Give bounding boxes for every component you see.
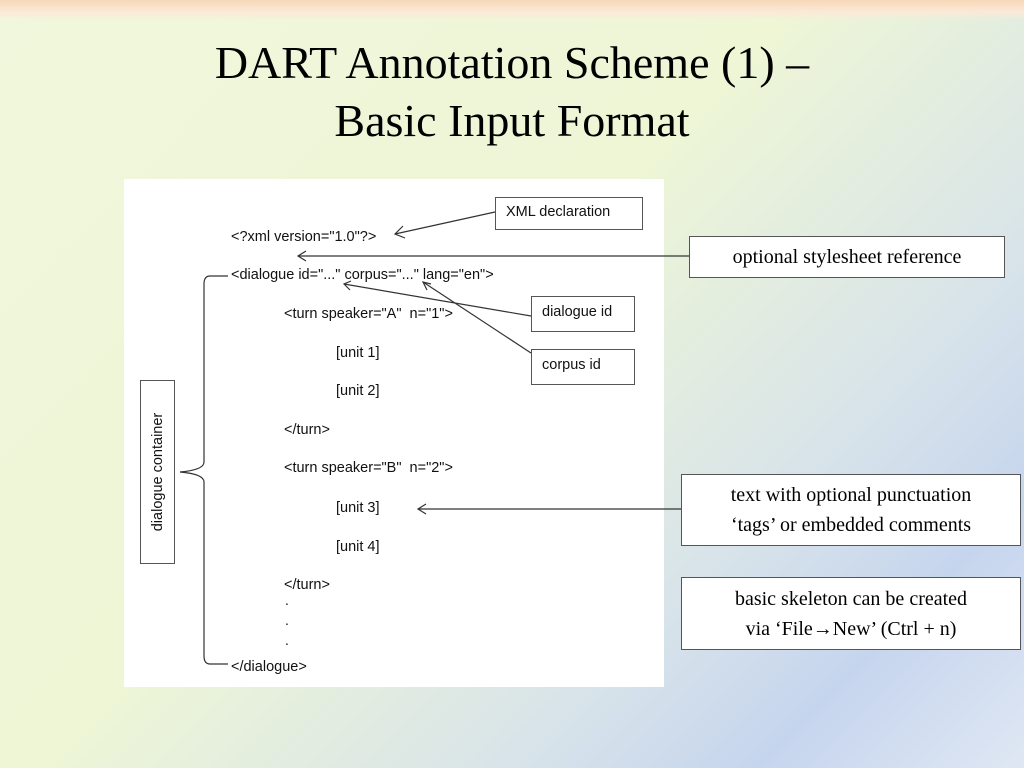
code-unit-3: [unit 3] [336, 500, 380, 516]
punctuation-arrowhead [416, 503, 427, 515]
dialogue-id-label: dialogue id [531, 296, 635, 332]
corpus-id-arrowhead [421, 281, 432, 291]
code-unit-4: [unit 4] [336, 539, 380, 555]
ellipsis-dot: . [285, 592, 289, 608]
code-turn-b-open: <turn speaker="B" n="2"> [284, 460, 453, 476]
code-xml-declaration: <?xml version="1.0"?> [231, 229, 377, 245]
ellipsis-dot: . [285, 612, 289, 628]
slide-title: DART Annotation Scheme (1) – Basic Input… [0, 34, 1024, 150]
skeleton-callout: basic skeleton can be created via ‘File→… [681, 577, 1021, 650]
punctuation-callout: text with optional punctuation ‘tags’ or… [681, 474, 1021, 546]
skeleton-callout-line-1: basic skeleton can be created [734, 588, 968, 610]
slide-title-line-1: DART Annotation Scheme (1) – [214, 37, 810, 88]
code-turn-a-close: </turn> [284, 422, 330, 438]
corpus-id-text: corpus id [542, 357, 601, 373]
xml-diagram-panel [124, 179, 664, 687]
ellipsis-dot: . [285, 632, 289, 648]
stylesheet-arrowhead [296, 250, 307, 262]
xml-declaration-arrowhead [393, 225, 406, 239]
code-dialogue-open: <dialogue id="..." corpus="..." lang="en… [231, 267, 494, 283]
punctuation-callout-line-1: text with optional punctuation [730, 484, 972, 506]
xml-declaration-arrow [394, 211, 496, 235]
code-dialogue-close: </dialogue> [231, 659, 307, 675]
stylesheet-callout: optional stylesheet reference [689, 236, 1005, 278]
slide-title-line-2: Basic Input Format [334, 95, 690, 146]
xml-declaration-label: XML declaration [495, 197, 643, 230]
corpus-id-label: corpus id [531, 349, 635, 385]
xml-declaration-text: XML declaration [506, 204, 611, 220]
dialogue-id-arrowhead [342, 280, 352, 291]
code-turn-b-close: </turn> [284, 577, 330, 593]
dialogue-container-label: dialogue container [140, 380, 175, 564]
code-unit-1: [unit 1] [336, 345, 380, 361]
code-turn-a-open: <turn speaker="A" n="1"> [284, 306, 453, 322]
skeleton-callout-line-2: via ‘File→New’ (Ctrl + n) [745, 618, 957, 640]
dialogue-id-arrow [343, 283, 532, 317]
top-accent-strip [0, 0, 1024, 20]
stylesheet-callout-text: optional stylesheet reference [732, 246, 962, 268]
dialogue-container-brace [179, 275, 228, 665]
punctuation-callout-line-2: ‘tags’ or embedded comments [730, 514, 972, 536]
code-unit-2: [unit 2] [336, 383, 380, 399]
dialogue-id-text: dialogue id [542, 304, 613, 320]
corpus-id-arrow [422, 281, 532, 354]
